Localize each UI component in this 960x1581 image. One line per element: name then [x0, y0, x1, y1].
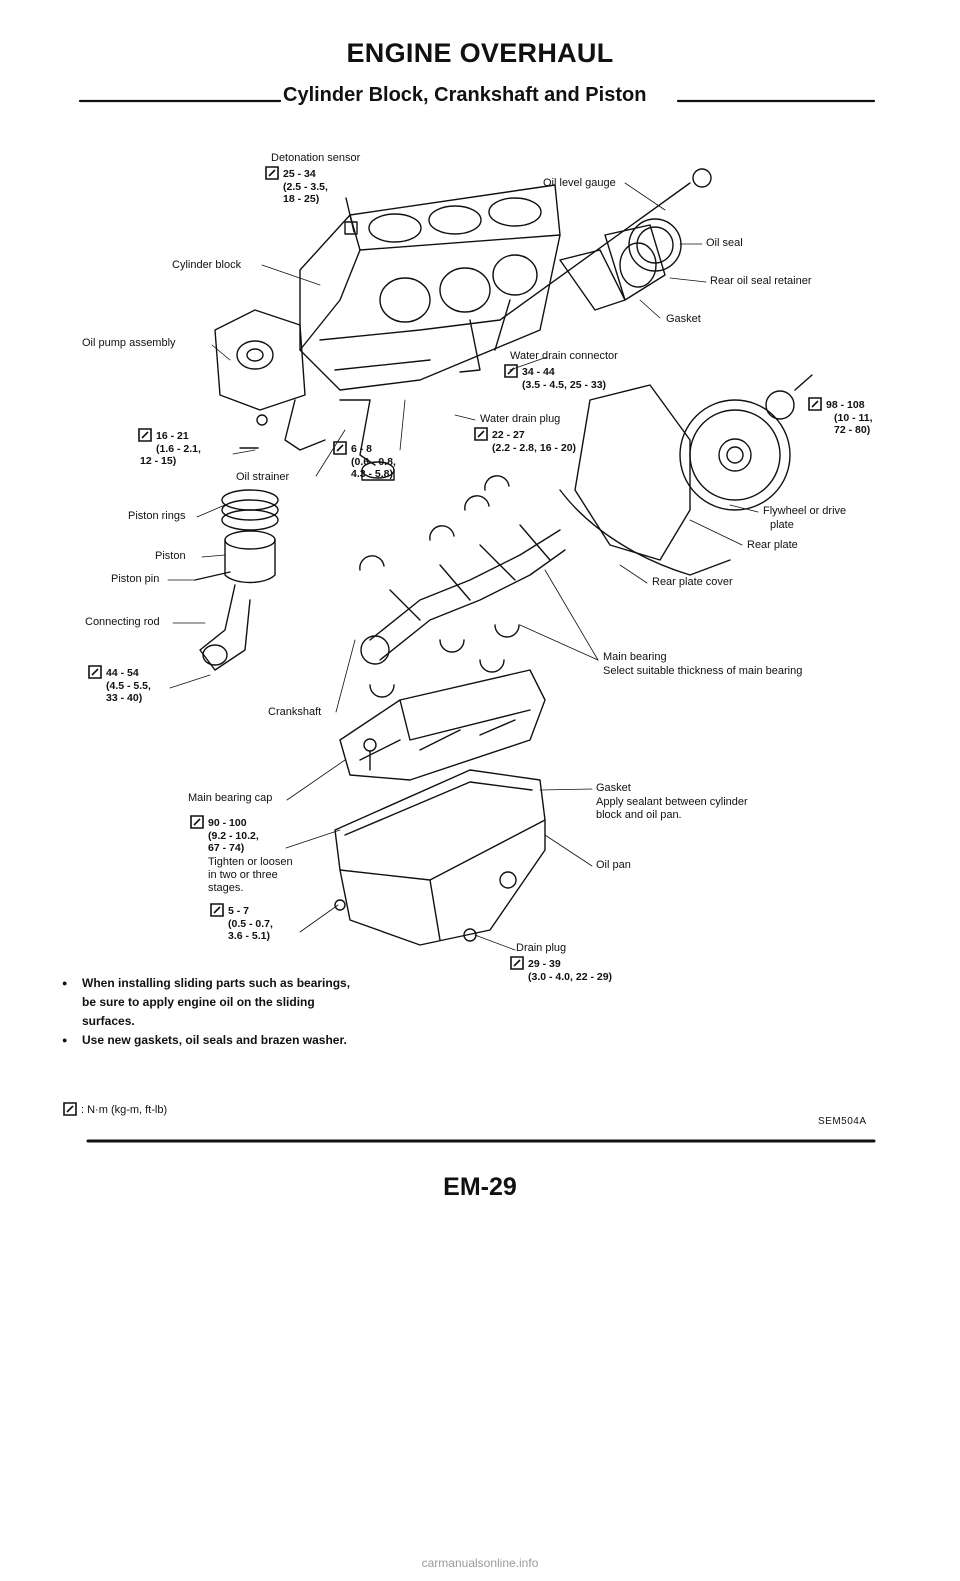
torque-oil-strainer: 6 - 8 (0.6 - 0.8, 4.3 - 5.8) [333, 441, 396, 481]
cylinder-block-drawing [299, 184, 561, 391]
label-gasket-bottom: Gasket [596, 782, 631, 794]
label-gasket-bottom-note-2: block and oil pan. [596, 809, 682, 821]
label-main-bearing-cap: Main bearing cap [188, 792, 273, 804]
torque-connecting-rod: 44 - 54 (4.5 - 5.5, 33 - 40) [88, 665, 151, 705]
label-piston: Piston [155, 550, 186, 562]
label-tighten-2: in two or three [208, 869, 278, 881]
label-water-drain-plug: Water drain plug [480, 413, 561, 425]
label-flywheel-2: plate [770, 519, 794, 531]
label-oil-seal: Oil seal [706, 237, 743, 249]
leader-lines [167, 182, 759, 951]
torque-wrench-icon [265, 166, 279, 180]
torque-wrench-icon [190, 815, 204, 829]
page-title: ENGINE OVERHAUL [346, 38, 614, 68]
label-oil-strainer: Oil strainer [236, 471, 290, 483]
torque-wrench-icon [504, 364, 518, 378]
label-tighten-3: stages. [208, 882, 244, 894]
legend-text: : N·m (kg-m, ft-lb) [81, 1104, 168, 1116]
torque-drain-plug: 29 - 39 (3.0 - 4.0, 22 - 29) [510, 956, 612, 983]
label-oil-pan: Oil pan [596, 859, 631, 871]
rear-plate-flywheel-drawing [559, 374, 813, 576]
torque-oil-pump: 16 - 21 (1.6 - 2.1, 12 - 15) [138, 428, 201, 467]
label-connecting-rod: Connecting rod [85, 616, 160, 628]
installation-notes: When installing sliding parts such as be… [62, 974, 352, 1050]
torque-water-drain-connector: 34 - 44 (3.5 - 4.5, 25 - 33) [504, 364, 606, 391]
label-tighten-1: Tighten or loosen [208, 856, 293, 868]
crankshaft-drawing [359, 475, 566, 698]
label-cylinder-block: Cylinder block [172, 259, 242, 271]
torque-wrench-icon [510, 956, 524, 970]
label-piston-pin: Piston pin [111, 573, 160, 585]
torque-wrench-icon [808, 397, 822, 411]
footer-watermark: carmanualsonline.info [421, 1556, 539, 1570]
label-piston-rings: Piston rings [128, 510, 186, 522]
torque-detonation-sensor: 25 - 34 (2.5 - 3.5, 18 - 25) [265, 166, 328, 206]
page-subtitle: Cylinder Block, Crankshaft and Piston [283, 84, 647, 106]
torque-wrench-icon [138, 428, 152, 442]
label-oil-pump-assembly: Oil pump assembly [82, 337, 176, 349]
label-water-drain-connector: Water drain connector [510, 350, 618, 362]
main-bearing-cap-drawing [339, 669, 546, 781]
oil-pump-drawing [214, 309, 326, 451]
label-rear-plate-cover: Rear plate cover [652, 576, 733, 588]
note-item: When installing sliding parts such as be… [62, 974, 352, 1031]
oil-gauge-seal-drawing [499, 168, 712, 321]
oil-pan-drawing [334, 738, 546, 946]
label-rear-plate: Rear plate [747, 539, 798, 551]
torque-legend: : N·m (kg-m, ft-lb) [63, 1102, 167, 1116]
label-crankshaft: Crankshaft [268, 706, 322, 718]
label-flywheel-1: Flywheel or drive [763, 505, 847, 517]
piston-assembly-drawing [194, 489, 279, 671]
torque-flywheel: 98 - 108 (10 - 11, 72 - 80) [808, 397, 873, 437]
label-main-bearing-note: Select suitable thickness of main bearin… [603, 665, 803, 677]
torque-wrench-icon [333, 441, 347, 455]
label-drain-plug: Drain plug [516, 942, 567, 954]
torque-wrench-icon [474, 427, 488, 441]
label-rear-oil-seal-retainer: Rear oil seal retainer [710, 275, 812, 287]
torque-wrench-icon [210, 903, 224, 917]
label-main-bearing: Main bearing [603, 651, 667, 663]
label-gasket-bottom-note-1: Apply sealant between cylinder [596, 796, 748, 808]
label-oil-level-gauge: Oil level gauge [543, 177, 616, 189]
figure-code: SEM504A [818, 1116, 867, 1127]
torque-wrench-icon [88, 665, 102, 679]
note-item: Use new gaskets, oil seals and brazen wa… [62, 1031, 352, 1050]
label-gasket-top: Gasket [666, 313, 701, 325]
torque-wrench-icon [63, 1102, 77, 1116]
oil-strainer-drawing [339, 399, 395, 481]
torque-water-drain-plug: 22 - 27 (2.2 - 2.8, 16 - 20) [474, 427, 576, 454]
torque-main-bearing-cap: 90 - 100 (9.2 - 10.2, 67 - 74) [190, 815, 259, 855]
torque-oil-pan: 5 - 7 (0.5 - 0.7, 3.6 - 5.1) [210, 903, 273, 943]
page-number: EM-29 [443, 1173, 517, 1201]
label-detonation-sensor: Detonation sensor [271, 152, 361, 164]
